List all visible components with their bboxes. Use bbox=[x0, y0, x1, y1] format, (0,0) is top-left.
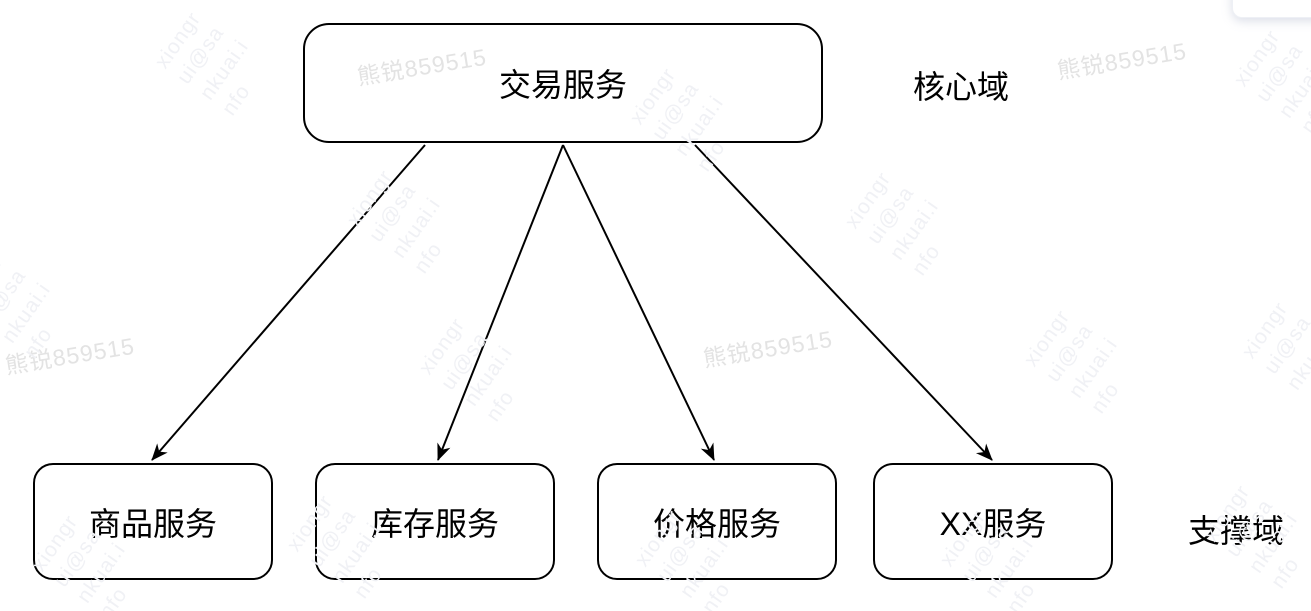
node-trade-service-label: 交易服务 bbox=[498, 67, 627, 103]
node-trade-service[interactable]: 交易服务 bbox=[303, 23, 823, 143]
node-inventory-service-label: 库存服务 bbox=[370, 505, 499, 542]
node-xx-service-label: XX服务 bbox=[939, 505, 1047, 542]
core-domain-label: 核心域 bbox=[913, 69, 1010, 105]
node-product-service-label: 商品服务 bbox=[88, 505, 217, 542]
node-product-service[interactable]: 商品服务 bbox=[33, 463, 273, 580]
node-inventory-service[interactable]: 库存服务 bbox=[315, 463, 555, 580]
edge-arrow bbox=[562, 144, 715, 461]
node-price-service-label: 价格服务 bbox=[652, 505, 781, 542]
corner-panel-fragment bbox=[1232, 0, 1311, 18]
node-price-service[interactable]: 价格服务 bbox=[597, 463, 837, 580]
edge-arrow bbox=[151, 144, 426, 461]
node-xx-service[interactable]: XX服务 bbox=[873, 463, 1113, 580]
edge-arrow bbox=[437, 144, 564, 461]
edge-arrow bbox=[694, 144, 993, 461]
support-domain-label: 支撑域 bbox=[1188, 513, 1285, 549]
